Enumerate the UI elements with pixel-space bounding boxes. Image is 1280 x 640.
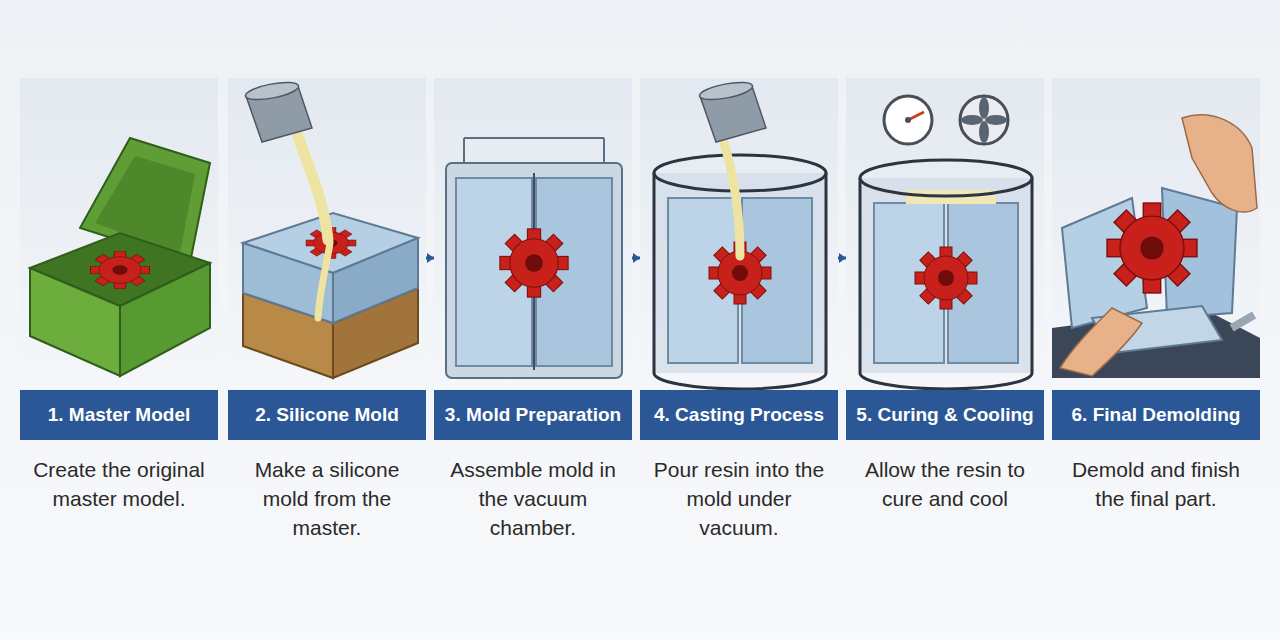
illustration-part — [860, 160, 1032, 196]
illustration-part — [20, 78, 218, 390]
step-description: Demold and finish the final part. — [1064, 456, 1248, 514]
illustration-part — [91, 251, 150, 288]
title-band: 5. Curing & Cooling — [846, 390, 1044, 440]
illustration-part — [860, 178, 1032, 373]
illustration-part — [463, 138, 465, 163]
step-description: Pour resin into the mold under vacuum. — [652, 456, 826, 543]
illustration-part — [905, 117, 911, 123]
illustration-part — [1230, 312, 1257, 332]
illustration-part — [1052, 78, 1260, 390]
illustration-part — [446, 163, 622, 378]
step-title: 2. Silicone Mold — [255, 405, 399, 426]
illustration-part — [825, 173, 828, 373]
illustration-part — [961, 97, 1007, 143]
illustration-part — [1060, 308, 1142, 376]
arrow-head — [633, 253, 640, 263]
mold-assembly — [446, 138, 622, 378]
arrow-head — [427, 253, 434, 263]
title-band: 6. Final Demolding — [1052, 390, 1260, 440]
illustration-part — [243, 243, 333, 323]
illustration-part — [722, 136, 740, 256]
illustration-part — [884, 96, 932, 144]
illustration-part — [1182, 115, 1257, 212]
illustration-part — [979, 121, 989, 143]
step-title: 5. Curing & Cooling — [856, 405, 1033, 426]
illustration-part — [228, 78, 426, 390]
illustration-part — [915, 247, 977, 309]
illustration-part — [698, 79, 766, 142]
illustration-part — [985, 115, 1007, 125]
illustration-part — [30, 268, 120, 376]
illustration-part — [860, 373, 1032, 389]
illustration-part — [464, 137, 604, 139]
silicone-mold-pour — [243, 79, 418, 378]
illustration-part — [846, 78, 1044, 390]
step-description: Allow the resin to cure and cool — [858, 456, 1032, 514]
illustration-part — [1107, 203, 1197, 293]
curing-chamber — [860, 96, 1032, 389]
illustration-part — [1031, 178, 1034, 373]
step-panel: 2. Silicone MoldMake a silicone mold fro… — [228, 78, 426, 618]
illustration-part — [859, 178, 862, 373]
vacuum-chamber-casting — [654, 79, 826, 389]
step-description: Make a silicone mold from the master. — [240, 456, 414, 543]
illustration-part — [654, 155, 826, 191]
illustration-part — [244, 79, 312, 142]
illustration-part — [654, 373, 826, 389]
title-band: 4. Casting Process — [640, 390, 838, 440]
step-title: 3. Mold Preparation — [445, 405, 621, 426]
step-panel: 1. Master ModelCreate the original maste… — [20, 78, 218, 618]
step-panel: 5. Curing & CoolingAllow the resin to cu… — [846, 78, 1044, 618]
title-band: 2. Silicone Mold — [228, 390, 426, 440]
illustration-part — [640, 78, 838, 390]
flow-arrow — [632, 253, 640, 263]
step-description: Assemble mold in the vacuum chamber. — [446, 456, 620, 543]
illustration-part — [603, 138, 605, 163]
step-title: 1. Master Model — [48, 405, 191, 426]
step-title: 6. Final Demolding — [1072, 405, 1241, 426]
illustration-part — [500, 229, 568, 297]
step-panel: 6. Final DemoldingDemold and finish the … — [1052, 78, 1260, 618]
flow-arrow — [426, 253, 434, 263]
illustration-part — [961, 115, 983, 125]
illustration-part — [979, 97, 989, 119]
illustration-part — [434, 78, 632, 390]
flow-arrow — [838, 253, 846, 263]
demolding-hands — [1052, 115, 1260, 378]
title-band: 3. Mold Preparation — [434, 390, 632, 440]
illustration-part — [298, 136, 328, 240]
illustration-part — [653, 173, 656, 373]
illustration-part — [960, 96, 1008, 144]
illustration-part — [318, 243, 330, 318]
master-model-box — [30, 138, 210, 376]
arrow-head — [839, 253, 846, 263]
step-description: Create the original master model. — [32, 456, 206, 514]
step-panel: 4. Casting ProcessPour resin into the mo… — [640, 78, 838, 618]
step-title: 4. Casting Process — [654, 405, 824, 426]
title-band: 1. Master Model — [20, 390, 218, 440]
step-panel: 3. Mold PreparationAssemble mold in the … — [434, 78, 632, 618]
panel-backgrounds — [20, 78, 1260, 390]
